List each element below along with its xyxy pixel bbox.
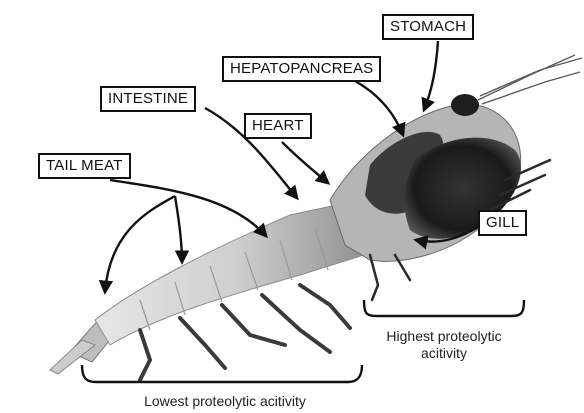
antennae (478, 55, 582, 104)
highest-activity-caption-line2: acitivity (362, 345, 526, 362)
tail-meat-leader-3 (110, 180, 266, 236)
tail-meat-label: TAIL MEAT (38, 153, 131, 179)
heart-label: HEART (244, 113, 312, 139)
hepatopancreas-label: HEPATOPANCREAS (222, 56, 381, 82)
eye (451, 94, 479, 116)
tail-meat-leader-2 (175, 196, 182, 262)
lowest-activity-caption: Lowest proteolytic acitivity (90, 393, 360, 410)
gill-label: GILL (478, 210, 527, 236)
stomach-label: STOMACH (382, 14, 474, 40)
hepatopancreas-leader (355, 81, 403, 135)
intestine-label: INTESTINE (100, 86, 196, 112)
stomach-leader (424, 41, 438, 110)
heart-leader (282, 142, 328, 183)
highest-activity-caption: Highest proteolytic acitivity (362, 328, 526, 362)
highest-activity-caption-line1: Highest proteolytic (362, 328, 526, 345)
highest-activity-bracket (364, 300, 524, 316)
